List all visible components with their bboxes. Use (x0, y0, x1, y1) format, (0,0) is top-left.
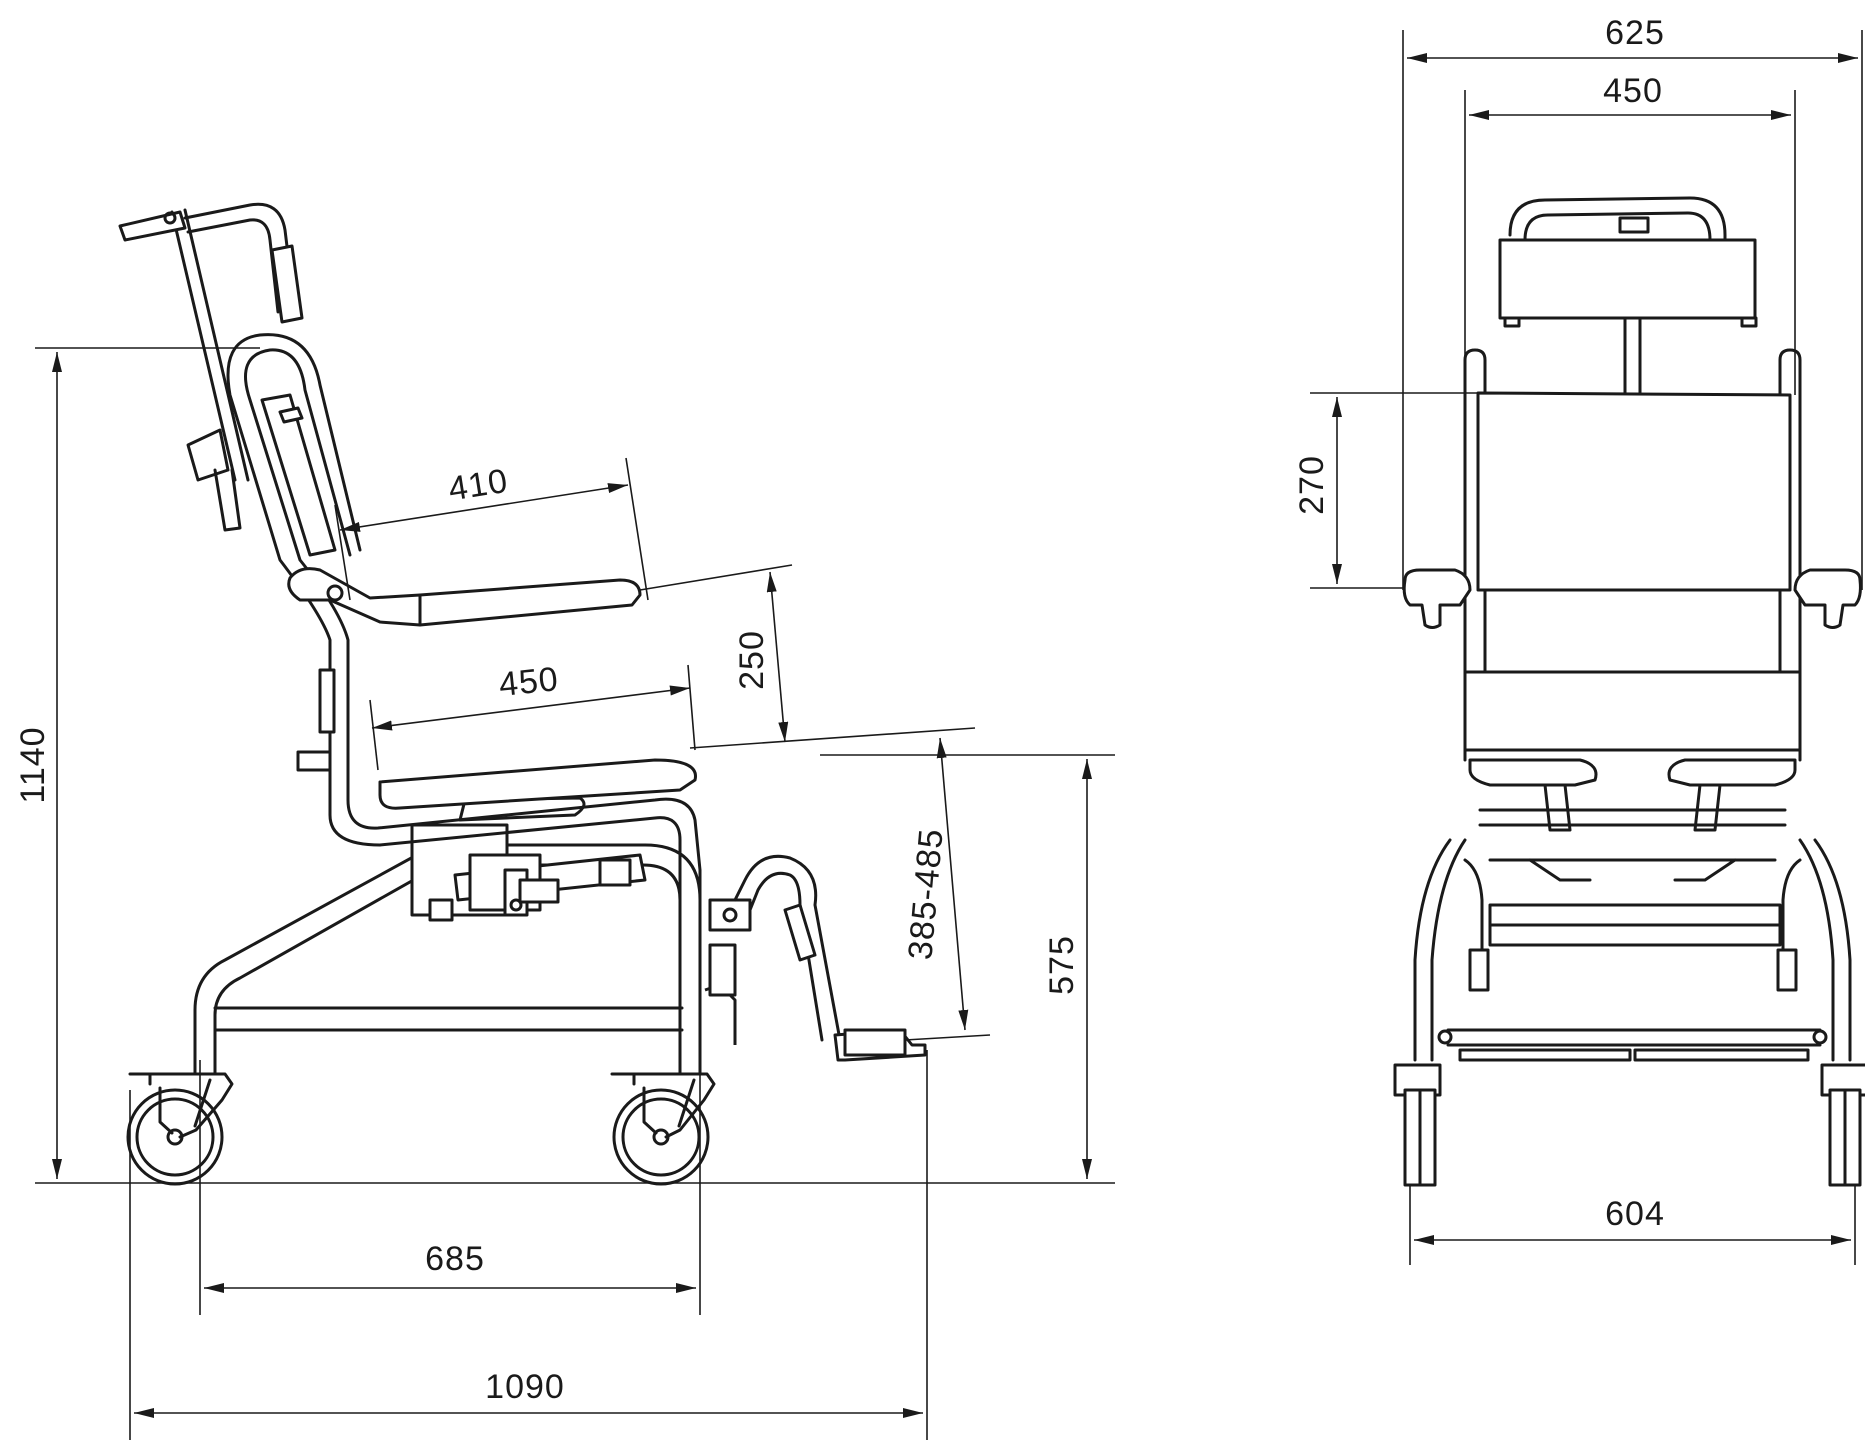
dim-armrest-length: 410 (446, 462, 511, 509)
front-dimensions: 625 450 270 604 (1293, 14, 1863, 1265)
dim-front-wheel-track: 604 (1605, 1195, 1665, 1233)
dim-armrest-height: 250 (733, 630, 771, 690)
dim-seat-to-footrest: 385-485 (901, 827, 950, 962)
front-view-chair (1393, 196, 1865, 1187)
dim-seat-height: 575 (1043, 935, 1081, 995)
front-armrests (1402, 568, 1862, 629)
leg-rest (704, 854, 927, 1062)
front-headrest (1498, 196, 1758, 402)
front-casters (1393, 1063, 1865, 1187)
front-frame (1413, 838, 1852, 1062)
seat (328, 758, 702, 902)
dim-overall-length: 1090 (485, 1368, 565, 1406)
dim-front-overall-width: 625 (1605, 14, 1665, 52)
front-wheel (610, 1072, 716, 1186)
tilt-mechanism (410, 796, 647, 922)
backrest (226, 333, 362, 772)
armrest (287, 567, 642, 627)
dim-seat-depth: 450 (497, 660, 560, 704)
headrest (118, 202, 304, 532)
dim-front-seat-width: 450 (1603, 72, 1663, 110)
dim-front-backrest-height: 270 (1293, 455, 1331, 515)
side-view-chair (118, 202, 927, 1186)
front-seat (1463, 670, 1802, 947)
dim-wheelbase: 685 (425, 1240, 485, 1278)
side-dimensions: 1140 410 250 450 385-485 575 685 10 (14, 347, 1115, 1440)
rear-wheel (126, 1072, 234, 1186)
dim-overall-height: 1140 (14, 726, 52, 803)
